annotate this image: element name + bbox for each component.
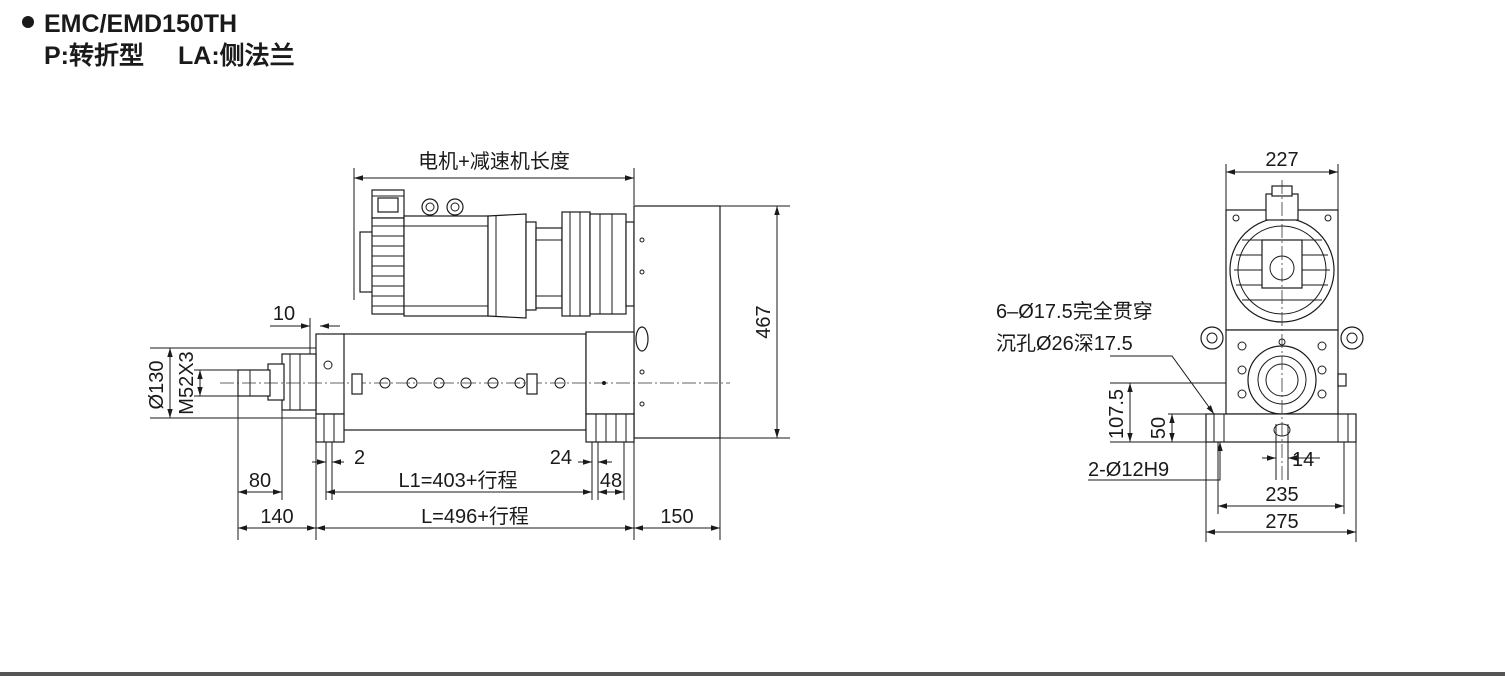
dim-227: 227	[1265, 149, 1298, 171]
variant-p: P:转折型	[44, 42, 145, 70]
mounting-holes	[351, 373, 606, 395]
holes-note-1: 6–Ø17.5完全贯穿	[996, 300, 1153, 323]
dim-235: 235	[1265, 484, 1298, 506]
dim-motor-length: 电机+减速机长度	[418, 150, 570, 173]
dim-L: L=496+行程	[421, 505, 529, 528]
header: EMC/EMD150TH P:转折型 LA:侧法兰	[22, 8, 295, 72]
dim-thread: M52X3	[176, 351, 198, 414]
end-base	[1205, 413, 1357, 443]
dim-10: 10	[273, 303, 295, 325]
dim-14: 14	[1292, 449, 1314, 471]
reducer	[535, 211, 635, 317]
dim-80: 80	[249, 470, 271, 492]
model-title: EMC/EMD150TH	[44, 10, 238, 38]
holes-note-2: 沉孔Ø26深17.5	[996, 332, 1133, 355]
dim-pins: 2-Ø12H9	[1088, 459, 1169, 481]
dim-50: 50	[1148, 417, 1170, 439]
dim-467: 467	[753, 305, 775, 338]
end-view: 227	[996, 149, 1364, 542]
actuator-tube	[341, 333, 587, 431]
side-flange-housing	[633, 205, 721, 439]
dim-275: 275	[1265, 511, 1298, 533]
dim-24: 24	[550, 447, 572, 469]
servo-motor	[359, 189, 537, 319]
dim-107-5: 107.5	[1106, 389, 1128, 439]
bullet-icon	[22, 16, 34, 29]
dim-dia130: Ø130	[146, 361, 168, 410]
bottom-divider	[0, 672, 1505, 676]
dim-150: 150	[660, 506, 693, 528]
dim-2: 2	[354, 447, 365, 469]
dim-48: 48	[600, 470, 622, 492]
variant-row: P:转折型 LA:侧法兰	[22, 40, 295, 72]
variant-la: LA:侧法兰	[178, 42, 295, 70]
dim-L1: L1=403+行程	[399, 469, 518, 492]
model-title-row: EMC/EMD150TH	[22, 8, 295, 40]
dim-140: 140	[260, 506, 293, 528]
side-view: 电机+减速机长度	[146, 150, 790, 540]
